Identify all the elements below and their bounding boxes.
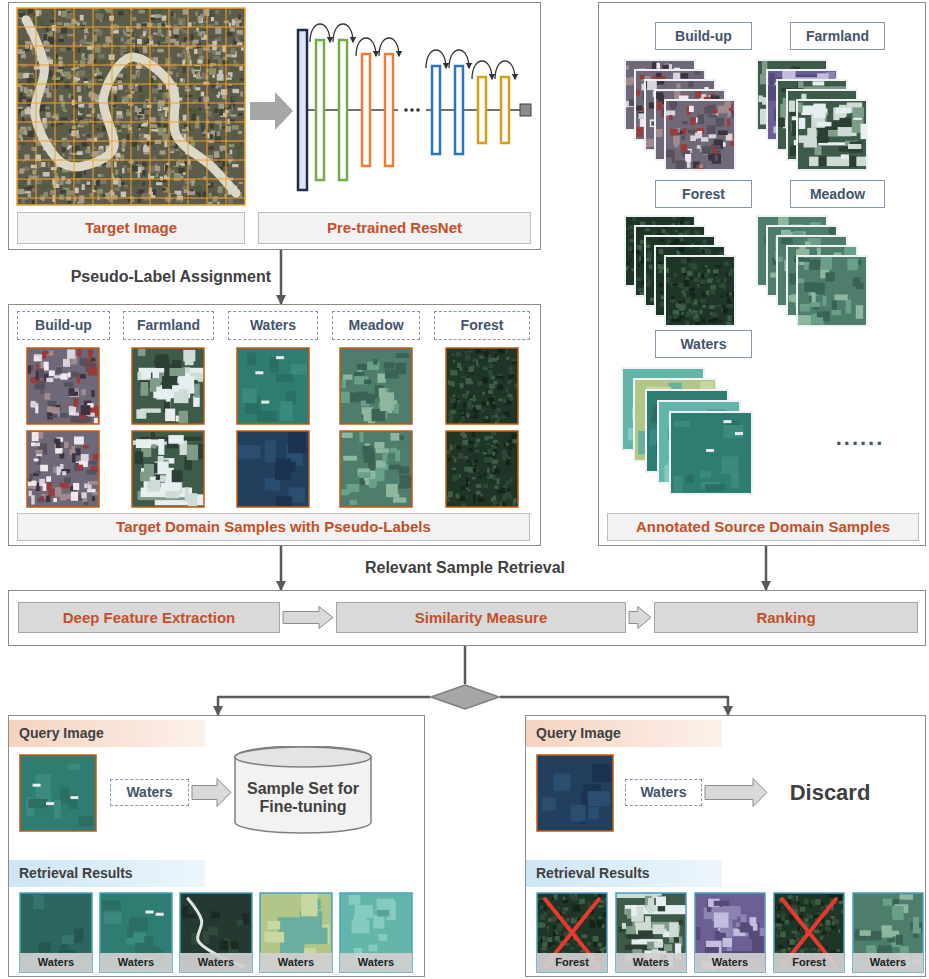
page-ground: Target ImagePre-trained ResNetBuild-upFa… [0,0,929,979]
